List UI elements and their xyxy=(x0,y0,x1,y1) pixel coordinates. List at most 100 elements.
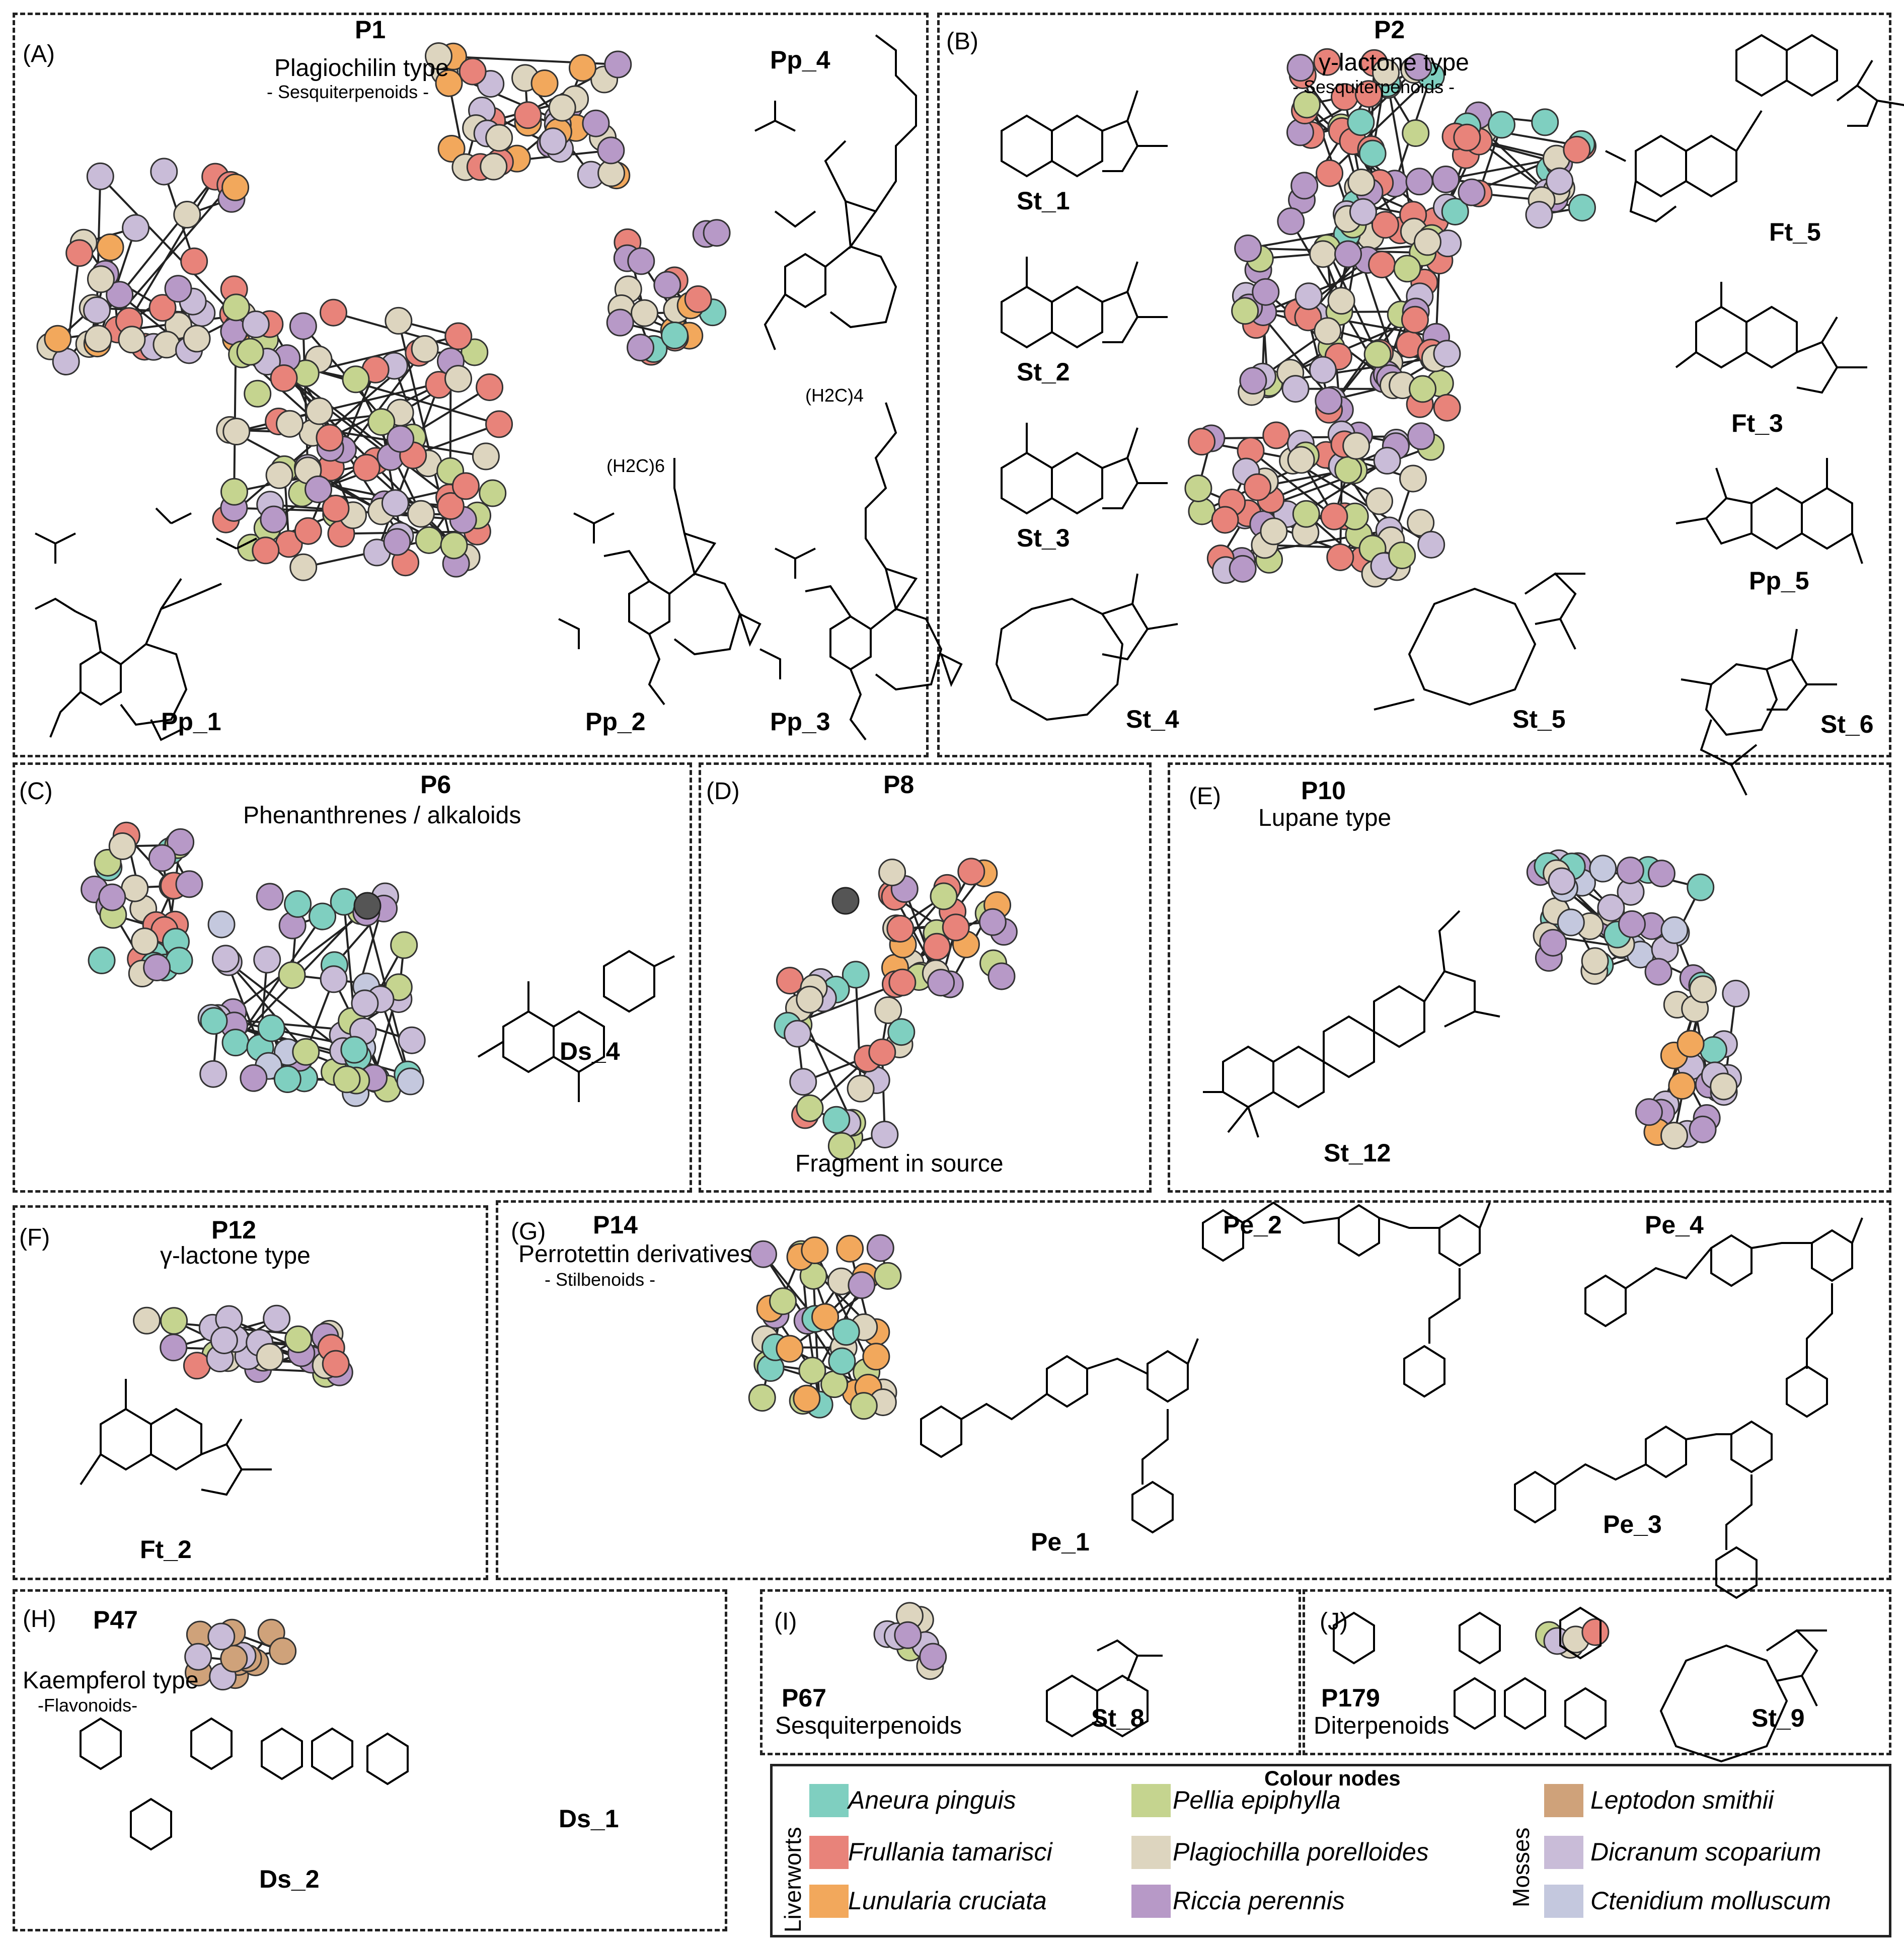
network-node xyxy=(1287,446,1315,474)
structure-pe-1 xyxy=(920,1338,1199,1534)
network-node xyxy=(222,293,250,322)
network-edge xyxy=(228,961,344,1052)
network-node xyxy=(978,908,1007,936)
network-node xyxy=(273,1065,301,1093)
network-node xyxy=(1314,317,1342,345)
network-node xyxy=(1326,543,1354,571)
legend-label-dicranum-scoparium: Dicranum scoparium xyxy=(1590,1838,1821,1866)
network-node xyxy=(284,890,312,918)
network-node xyxy=(1722,979,1750,1007)
network-node xyxy=(257,1014,285,1042)
network-node xyxy=(270,364,298,393)
network-node xyxy=(548,94,576,122)
network-node xyxy=(1487,111,1515,139)
network-node xyxy=(319,298,347,327)
panel-h xyxy=(13,1589,727,1931)
network-node xyxy=(472,442,500,471)
network-node xyxy=(44,325,72,353)
network-node xyxy=(1581,1618,1610,1646)
structure-st-1 xyxy=(1001,90,1168,178)
structure-ds-1 xyxy=(1333,1606,1607,1740)
network-node xyxy=(1372,58,1400,87)
network-type-p10: Lupane type xyxy=(1258,805,1392,831)
network-node xyxy=(240,1064,268,1092)
network-node xyxy=(1292,500,1320,528)
network-node xyxy=(1589,854,1617,883)
network-node xyxy=(1660,916,1689,944)
structure-ds-4 xyxy=(477,950,675,1102)
network-node xyxy=(1211,506,1239,534)
network-node xyxy=(1365,487,1393,515)
network-node xyxy=(1354,80,1383,108)
network-node xyxy=(143,953,171,981)
network-edge xyxy=(224,958,307,1053)
network-node xyxy=(390,931,418,959)
panel-label-j: (J) xyxy=(1320,1608,1348,1635)
network-node xyxy=(582,109,610,137)
network-id-p179: P179 xyxy=(1321,1684,1380,1712)
network-node xyxy=(65,239,94,267)
network-node xyxy=(811,1303,840,1331)
network-node xyxy=(320,965,348,993)
network-node xyxy=(894,1621,922,1649)
network-node xyxy=(263,1304,291,1333)
network-node xyxy=(847,1074,875,1103)
panel-c xyxy=(13,762,692,1193)
network-class-p47: -Flavonoids- xyxy=(38,1695,138,1716)
structure-st-8 xyxy=(1046,1639,1163,1738)
network-edge xyxy=(894,896,937,974)
network-node xyxy=(862,1343,890,1371)
network-node xyxy=(1320,502,1348,530)
network-node xyxy=(1327,287,1355,315)
network-node xyxy=(798,1357,826,1385)
network-node xyxy=(221,173,250,201)
network-node xyxy=(866,1234,894,1262)
network-id-p12: P12 xyxy=(211,1216,256,1244)
network-node xyxy=(220,478,248,506)
network-node xyxy=(1531,108,1559,136)
network-node xyxy=(1409,375,1437,403)
compound-st-8: St_8 xyxy=(1091,1704,1145,1732)
network-node xyxy=(1557,908,1585,937)
panel-label-a: (A) xyxy=(23,41,55,67)
network-node xyxy=(398,1026,426,1054)
network-node xyxy=(1433,394,1461,422)
network-node xyxy=(789,1068,817,1096)
network-node xyxy=(930,882,958,910)
network-node xyxy=(514,101,542,129)
network-node xyxy=(242,310,270,338)
network-node xyxy=(1388,541,1416,570)
network-node xyxy=(309,902,337,930)
structure-ft-5 xyxy=(1605,34,1904,223)
compound-st-2: St_2 xyxy=(1017,358,1070,386)
network-node xyxy=(133,1306,161,1335)
network-node xyxy=(367,408,396,436)
network-node xyxy=(1689,1115,1717,1143)
network-node xyxy=(1290,172,1319,200)
legend-swatch-riccia-perennis xyxy=(1131,1885,1171,1918)
panel-label-f: (F) xyxy=(19,1224,50,1251)
network-node xyxy=(776,1335,804,1363)
network-node-dark xyxy=(831,887,860,915)
compound-ft-3: Ft_3 xyxy=(1731,409,1783,437)
network-node xyxy=(485,410,513,438)
network-node xyxy=(1677,1030,1705,1058)
network-node xyxy=(199,1060,227,1088)
structure-st-5 xyxy=(1374,572,1585,711)
network-type-p12: γ-lactone type xyxy=(160,1242,311,1269)
compound-pp-3: Pp_3 xyxy=(770,708,830,736)
legend-label-frullania-tamarisci: Frullania tamarisci xyxy=(848,1838,1052,1866)
network-node xyxy=(871,1120,899,1148)
compound-ds-4: Ds_4 xyxy=(560,1037,620,1065)
network-node xyxy=(244,379,272,408)
structure-ds-2 xyxy=(80,1717,409,1851)
structure-pp-2 xyxy=(558,458,761,706)
network-node xyxy=(265,461,293,489)
network-node xyxy=(868,1038,896,1066)
network-id-p67: P67 xyxy=(782,1684,826,1712)
network-id-p2: P2 xyxy=(1374,16,1405,44)
network-node xyxy=(305,397,333,425)
network-node xyxy=(407,500,435,528)
structure-pe-4 xyxy=(1584,1217,1863,1418)
network-node xyxy=(183,325,211,353)
